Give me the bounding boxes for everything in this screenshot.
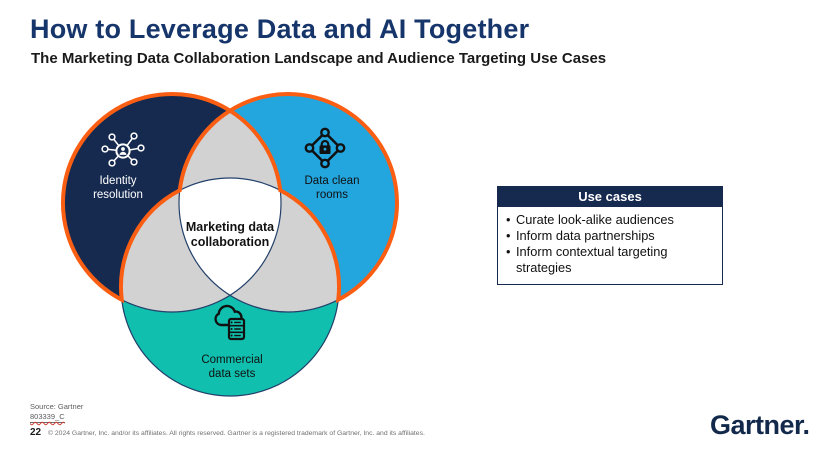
center-overlap-region	[179, 178, 282, 296]
source-block: Source: Gartner 803339_C	[30, 402, 84, 424]
use-case-item: Inform contextual targeting strategies	[505, 244, 716, 276]
center-label-line2: collaboration	[191, 235, 269, 249]
gartner-logo: Gartner.	[710, 410, 810, 440]
use-case-item: Curate look-alike audiences	[505, 212, 716, 228]
identity-region-orange-outline	[60, 91, 234, 304]
page-subtitle: The Marketing Data Collaboration Landsca…	[31, 50, 607, 67]
cleanrooms-region-orange-outline	[226, 92, 399, 304]
venn-diagram: Identity resolution Data clean rooms Com…	[60, 91, 399, 397]
cloud-server-icon	[214, 304, 246, 341]
commercial-data-sets-label: Commercial	[201, 354, 262, 366]
data-clean-rooms-label: Data clean	[305, 175, 360, 187]
copyright-text: © 2024 Gartner, Inc. and/or its affiliat…	[48, 430, 425, 437]
page-title: How to Leverage Data and AI Together	[30, 14, 530, 44]
page-number: 22	[30, 427, 42, 438]
use-case-item: Inform data partnerships	[505, 228, 716, 244]
use-cases-list: Curate look-alike audiences Inform data …	[498, 207, 722, 284]
lock-network-icon	[304, 127, 346, 169]
doc-code-link[interactable]: 803339_C	[30, 412, 65, 424]
use-cases-header: Use cases	[498, 187, 722, 207]
data-clean-rooms-label-line2: rooms	[316, 189, 348, 201]
identity-resolution-label-line2: resolution	[93, 189, 143, 201]
identity-network-icon	[101, 132, 145, 167]
use-cases-panel: Use cases Curate look-alike audiences In…	[497, 186, 723, 286]
identity-resolution-label: Identity	[99, 175, 136, 187]
source-label: Source: Gartner	[30, 402, 84, 411]
center-label: Marketing data	[186, 220, 275, 234]
commercial-data-sets-label-line2: data sets	[209, 368, 256, 380]
